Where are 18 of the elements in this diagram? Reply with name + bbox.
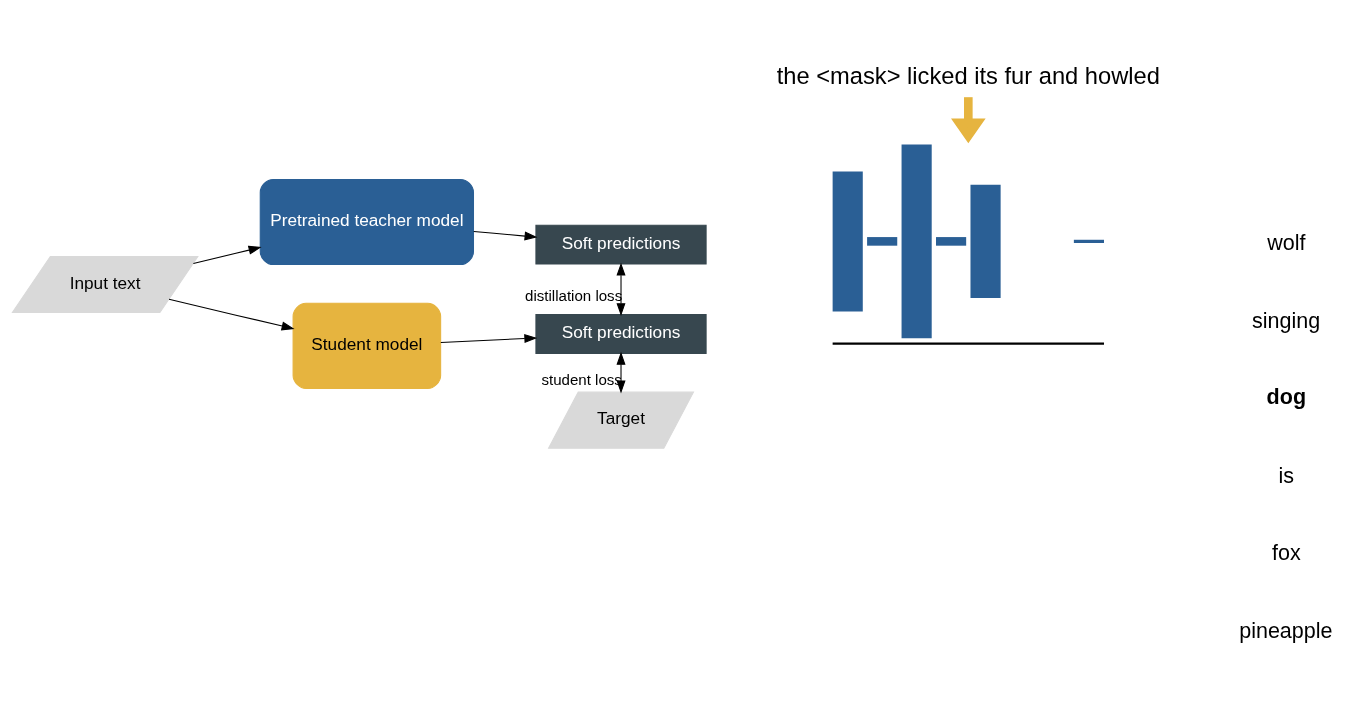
- label: dog: [1266, 384, 1307, 409]
- arrow: [192, 245, 262, 264]
- node-box: Soft predictions: [535, 313, 707, 354]
- node-box: Pretrained teacher model: [259, 178, 475, 265]
- label: is: [1278, 463, 1295, 488]
- label: singing: [1252, 308, 1321, 333]
- label: fox: [1272, 540, 1301, 565]
- edge-label: distillation loss: [525, 286, 623, 304]
- arrow: [168, 298, 295, 330]
- label: wolf: [1267, 230, 1306, 255]
- arrow: [440, 333, 538, 343]
- arrow: [616, 262, 626, 316]
- arrow: [951, 96, 986, 143]
- node-text: the <mask> licked its fur and howled: [776, 62, 1160, 89]
- label: pineapple: [1239, 618, 1333, 643]
- node-box: Student model: [292, 302, 442, 389]
- node-box: Soft predictions: [535, 224, 707, 265]
- arrow: [473, 230, 538, 241]
